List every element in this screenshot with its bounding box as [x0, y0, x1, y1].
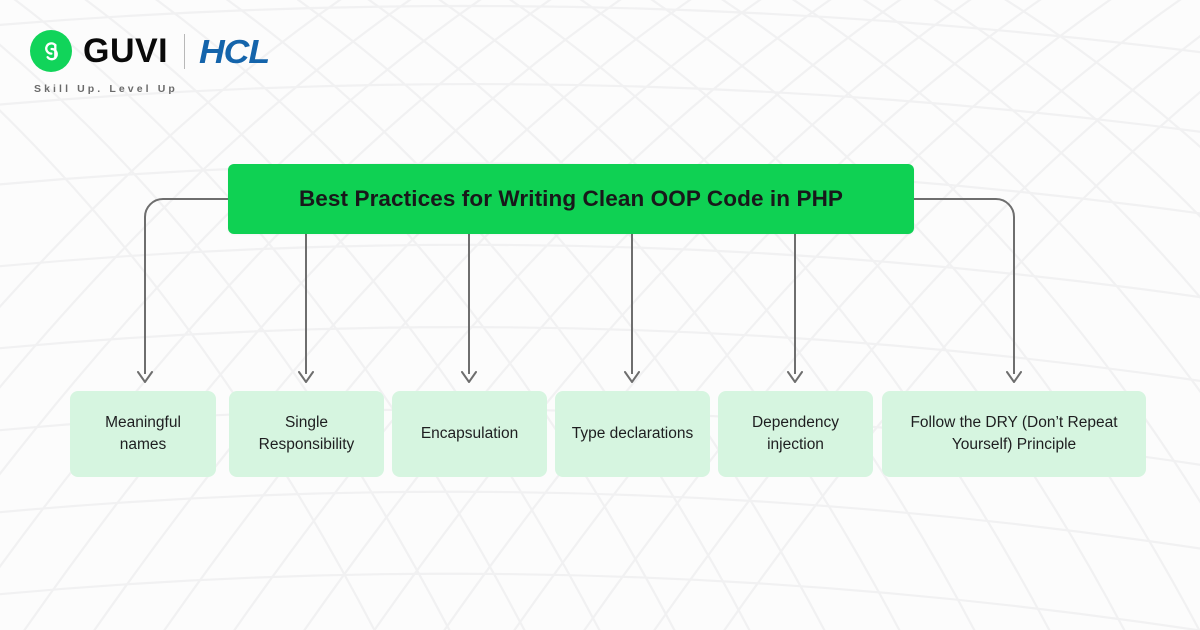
- leaf-node-1: Meaningful names: [70, 391, 216, 477]
- root-node: Best Practices for Writing Clean OOP Cod…: [228, 164, 914, 234]
- brand-logo-bar: GUVI HCL Skill Up. Level Up: [30, 28, 270, 95]
- leaf-node-5: Dependency injection: [718, 391, 873, 477]
- leaf-node-label: Dependency injection: [751, 414, 840, 453]
- leaf-node-2: Single Responsibility: [229, 391, 384, 477]
- leaf-node-label: Follow the DRY (Don’t Repeat Yourself) P…: [910, 414, 1118, 453]
- leaf-node-label: Type declarations: [571, 425, 694, 442]
- leaf-node-4: Type declarations: [555, 391, 710, 477]
- leaf-node-3: Encapsulation: [392, 391, 547, 477]
- leaf-node-label: Meaningful names: [105, 414, 181, 453]
- logo-divider: [184, 33, 186, 69]
- leaf-node-6: Follow the DRY (Don’t Repeat Yourself) P…: [882, 391, 1146, 477]
- hcl-wordmark: HCL: [199, 32, 270, 70]
- logo-row: GUVI HCL: [30, 28, 270, 74]
- brand-tagline: Skill Up. Level Up: [34, 83, 178, 95]
- guvi-g-logo-icon: [30, 30, 72, 72]
- guvi-wordmark: GUVI: [83, 32, 169, 70]
- leaf-node-label: Encapsulation: [420, 425, 519, 442]
- leaf-node-label: Single Responsibility: [258, 414, 355, 453]
- root-node-label: Best Practices for Writing Clean OOP Cod…: [298, 186, 844, 211]
